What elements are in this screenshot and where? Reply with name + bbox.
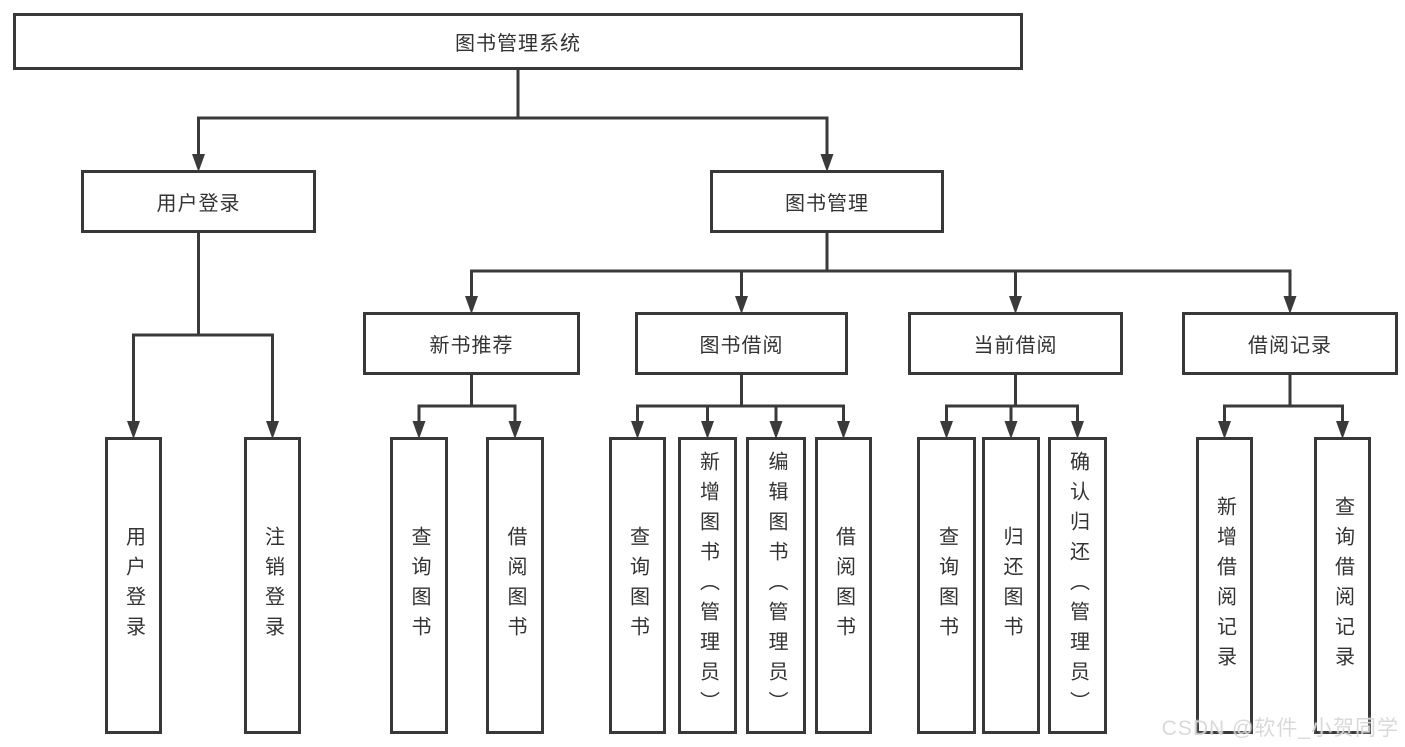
node-label-leaf-query-books-current: 查询图书 (935, 525, 958, 646)
node-label-leaf-borrow-books-borrowing: 借阅图书 (832, 525, 855, 646)
arrow-down-icon (192, 154, 205, 172)
node-label-library-management-system: 图书管理系统 (455, 33, 581, 55)
node-leaf-query-books-borrowing: 查询图书 (609, 437, 666, 734)
node-leaf-logout: 注销登录 (244, 437, 301, 734)
node-library-management-system: 图书管理系统 (13, 13, 1023, 70)
node-label-leaf-query-books-borrowing: 查询图书 (626, 525, 649, 646)
node-book-management: 图书管理 (710, 170, 944, 233)
node-leaf-edit-book-admin: 编辑图书（管理员） (746, 437, 806, 734)
arrow-down-icon (1071, 421, 1084, 439)
arrow-down-icon (701, 421, 714, 439)
node-book-borrowing: 图书借阅 (635, 312, 848, 375)
arrow-down-icon (1009, 296, 1022, 314)
node-label-leaf-borrow-books-recommend: 借阅图书 (504, 525, 526, 646)
arrow-down-icon (1004, 421, 1018, 439)
node-label-user-login: 用户登录 (156, 193, 241, 215)
node-leaf-confirm-return-admin: 确认归还（管理员） (1048, 437, 1107, 734)
arrow-down-icon (1218, 421, 1231, 439)
arrow-down-icon (1283, 296, 1297, 314)
node-leaf-query-books-current: 查询图书 (917, 437, 976, 734)
node-label-leaf-query-books-recommend: 查询图书 (408, 525, 430, 646)
arrow-down-icon (1336, 421, 1349, 439)
node-label-borrowing-records: 借阅记录 (1248, 335, 1332, 357)
node-leaf-return-books: 归还图书 (982, 437, 1040, 734)
node-leaf-add-borrow-record: 新增借阅记录 (1196, 437, 1253, 734)
node-label-leaf-edit-book-admin: 编辑图书（管理员） (765, 450, 787, 721)
arrow-down-icon (508, 421, 522, 439)
arrow-down-icon (127, 421, 140, 439)
node-label-leaf-add-borrow-record: 新增借阅记录 (1213, 495, 1236, 676)
node-current-borrowing: 当前借阅 (908, 312, 1123, 375)
node-label-leaf-return-books: 归还图书 (1000, 525, 1022, 646)
arrow-down-icon (266, 421, 279, 439)
node-label-leaf-logout: 注销登录 (261, 525, 284, 646)
node-user-login: 用户登录 (81, 170, 316, 233)
node-leaf-add-book-admin: 新增图书（管理员） (678, 437, 737, 734)
node-label-leaf-query-borrow-record: 查询借阅记录 (1331, 495, 1354, 676)
node-new-book-recommend: 新书推荐 (363, 312, 580, 375)
arrow-down-icon (940, 421, 953, 439)
node-leaf-user-login: 用户登录 (105, 437, 162, 734)
arrow-down-icon (837, 421, 850, 439)
node-label-leaf-user-login: 用户登录 (122, 525, 145, 646)
node-leaf-borrow-books-recommend: 借阅图书 (486, 437, 544, 734)
arrow-down-icon (465, 296, 478, 314)
node-label-current-borrowing: 当前借阅 (973, 335, 1058, 357)
node-label-book-management: 图书管理 (785, 193, 869, 215)
node-label-leaf-add-book-admin: 新增图书（管理员） (696, 450, 719, 721)
node-leaf-borrow-books-borrowing: 借阅图书 (815, 437, 872, 734)
node-label-book-borrowing: 图书借阅 (699, 335, 784, 357)
node-label-leaf-confirm-return-admin: 确认归还（管理员） (1066, 450, 1089, 721)
arrow-down-icon (735, 296, 748, 314)
arrow-down-icon (412, 421, 426, 439)
arrow-down-icon (631, 421, 644, 439)
node-leaf-query-books-recommend: 查询图书 (390, 437, 448, 734)
node-leaf-query-borrow-record: 查询借阅记录 (1314, 437, 1371, 734)
node-borrowing-records: 借阅记录 (1182, 312, 1398, 375)
arrow-down-icon (820, 154, 834, 172)
arrow-down-icon (769, 421, 783, 439)
node-label-new-book-recommend: 新书推荐 (429, 335, 514, 357)
